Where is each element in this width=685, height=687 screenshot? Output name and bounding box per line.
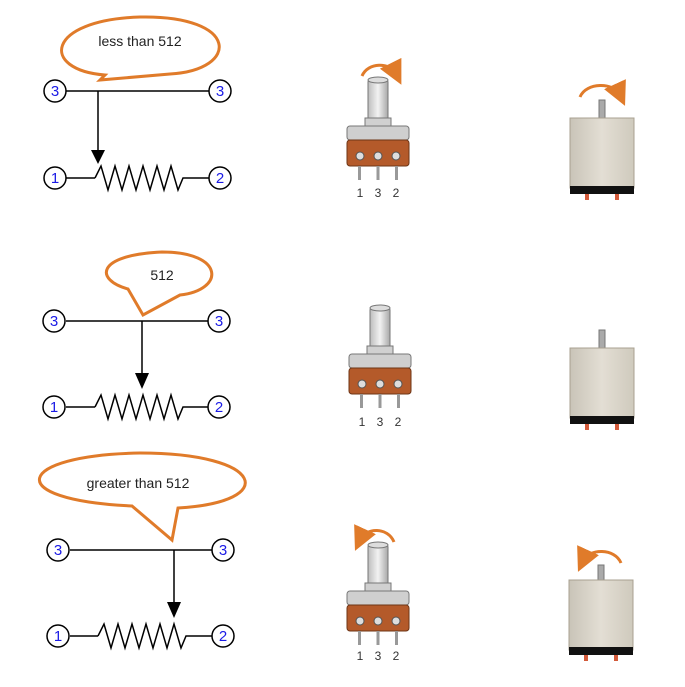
bubble-text: 512 — [150, 267, 174, 283]
pin-label: 3 — [50, 313, 58, 330]
pin-circle — [43, 166, 67, 190]
row-2-potentiometer: 1 3 2 — [348, 304, 412, 429]
pin-circle — [43, 79, 67, 103]
pin-circle — [211, 538, 235, 562]
pin-circle — [207, 395, 231, 419]
resistor-zigzag — [94, 392, 208, 422]
pin-circle — [211, 624, 235, 648]
pin-label: 1 — [51, 170, 59, 187]
row-2-schematic: 512 3 3 1 2 — [42, 250, 231, 422]
wiper-arrow — [167, 602, 181, 618]
resistor-zigzag — [94, 163, 210, 193]
rotate-arrow-icon — [578, 79, 626, 106]
pin-label: 3 — [216, 83, 224, 100]
pin-label: 2 — [216, 170, 224, 187]
pot-pin-label: 1 — [357, 649, 364, 663]
pin-circle — [46, 538, 70, 562]
pin-label: 1 — [50, 399, 58, 416]
speech-bubble — [104, 250, 214, 318]
pot-pin-label: 2 — [395, 415, 402, 429]
pot-pin-label: 3 — [377, 415, 384, 429]
pin-label: 3 — [219, 542, 227, 559]
pin-label: 2 — [219, 628, 227, 645]
row-2-motor — [569, 329, 635, 430]
pin-label: 1 — [54, 628, 62, 645]
speech-bubble — [38, 451, 247, 543]
wiper-arrow — [91, 150, 105, 164]
bubble-text: less than 512 — [98, 33, 181, 49]
pot-pin-label: 3 — [375, 186, 382, 200]
pin-circle — [208, 79, 232, 103]
speech-bubble — [60, 15, 221, 82]
row-3-motor — [568, 545, 634, 661]
pin-label: 2 — [215, 399, 223, 416]
pin-label: 3 — [215, 313, 223, 330]
pin-circle — [42, 395, 66, 419]
pot-pin-label: 1 — [357, 186, 364, 200]
pin-circle — [207, 309, 231, 333]
pot-pin-label: 2 — [393, 649, 400, 663]
row-3-schematic: greater than 512 3 3 1 2 — [38, 451, 247, 651]
pin-label: 3 — [54, 542, 62, 559]
rotate-arrow-icon — [577, 545, 623, 572]
pot-pin-label: 1 — [359, 415, 366, 429]
pin-label: 3 — [51, 83, 59, 100]
pin-circle — [208, 166, 232, 190]
pot-pin-label: 3 — [375, 649, 382, 663]
bubble-text: greater than 512 — [87, 475, 190, 491]
pin-circle — [42, 309, 66, 333]
rotate-arrow-icon — [360, 57, 402, 85]
row-1-potentiometer: 1 3 2 — [346, 57, 410, 200]
pot-pin-label: 2 — [393, 186, 400, 200]
row-1-motor — [569, 79, 635, 200]
row-3-potentiometer: 1 3 2 — [346, 524, 410, 663]
wiper-arrow — [135, 373, 149, 389]
pin-circle — [46, 624, 70, 648]
rotate-arrow-icon — [354, 524, 396, 551]
row-1-schematic: less than 512 3 3 1 2 — [43, 15, 232, 193]
resistor-zigzag — [97, 621, 212, 651]
